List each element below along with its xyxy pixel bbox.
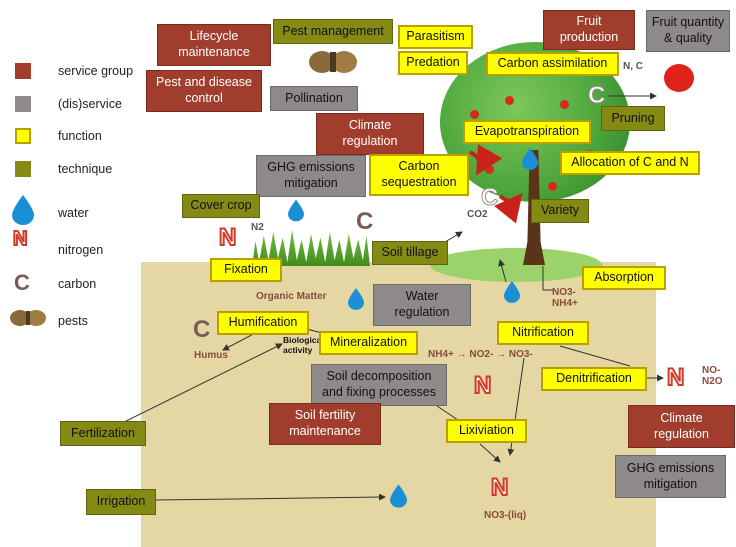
water-drop-icon: [348, 288, 364, 310]
grass-mound: [430, 248, 602, 282]
carbon-icon: C: [587, 82, 606, 110]
water-drop-icon: [504, 281, 520, 303]
legend-function-label: function: [58, 129, 102, 143]
n-c-label: N, C: [623, 61, 643, 72]
humification-box: Humification: [217, 311, 309, 335]
biological-activity-label: Biological activity: [283, 335, 324, 355]
water-drop-icon: [12, 195, 34, 225]
apple-icon: [548, 182, 557, 191]
climate-regulation-top-box: Climate regulation: [316, 113, 424, 155]
soil-fertility-maintenance-box: Soil fertility maintenance: [269, 403, 381, 445]
lixiviation-box: Lixiviation: [446, 419, 527, 443]
nitrogen-icon: N: [473, 371, 492, 400]
legend-disservice-swatch: [15, 96, 31, 112]
legend-technique-swatch: [15, 161, 31, 177]
no3-nh4-label: NO3- NH4+: [552, 287, 578, 309]
pest-disease-control-box: Pest and disease control: [146, 70, 262, 112]
pest-management-box: Pest management: [273, 19, 393, 44]
fruit-production-box: Fruit production: [543, 10, 635, 50]
fixation-box: Fixation: [210, 258, 282, 282]
apple-icon: [505, 96, 514, 105]
co2-label: CO2: [467, 209, 488, 220]
carbon-assimilation-box: Carbon assimilation: [486, 52, 619, 76]
nitrogen-icon: N: [490, 473, 509, 502]
no-n2o-label: NO- N2O: [702, 365, 723, 387]
nitrogen-icon: N: [218, 223, 237, 252]
parasitism-box: Parasitism: [398, 25, 473, 49]
soil-tillage-box: Soil tillage: [372, 241, 448, 265]
cover-crop-box: Cover crop: [182, 194, 260, 218]
carbon-icon: C: [193, 316, 211, 343]
legend-pests-label: pests: [58, 314, 88, 328]
legend-disservice-label: (dis)service: [58, 97, 122, 111]
nitrogen-chain-label: NH4+ → NO2- → NO3-: [428, 349, 533, 360]
nitrogen-icon: N: [666, 363, 685, 392]
predation-box: Predation: [398, 51, 468, 75]
legend-water-label: water: [58, 206, 89, 220]
irrigation-box: Irrigation: [86, 489, 156, 515]
fruit-quantity-quality-box: Fruit quantity & quality: [646, 10, 730, 52]
nitrogen-icon: N: [12, 227, 29, 251]
lifecycle-maintenance-box: Lifecycle maintenance: [157, 24, 271, 66]
apple-icon: [560, 100, 569, 109]
legend-nitrogen-label: nitrogen: [58, 243, 104, 257]
legend-service-group-label: service group: [58, 64, 134, 78]
pruning-box: Pruning: [601, 106, 665, 131]
legend-service-group-swatch: [15, 63, 31, 79]
absorption-box: Absorption: [582, 266, 666, 290]
water-drop-icon: [288, 199, 304, 222]
pollination-box: Pollination: [270, 86, 358, 111]
climate-regulation-bottom-box: Climate regulation: [628, 405, 735, 448]
water-drop-icon: [522, 148, 538, 170]
allocation-c-n-box: Allocation of C and N: [560, 151, 700, 175]
carbon-icon: C: [480, 184, 499, 212]
carbon-icon: C: [14, 270, 30, 295]
fertilization-box: Fertilization: [60, 421, 146, 446]
water-drop-icon: [390, 484, 407, 508]
pest-moth-icon: [10, 310, 46, 326]
pest-moth-icon: [309, 51, 357, 73]
n2-label: N2: [251, 222, 264, 233]
no3-liq-label: NO3-(liq): [484, 510, 527, 521]
ghg-emissions-mitigation-top-box: GHG emissions mitigation: [256, 155, 366, 197]
soil-decomposition-box: Soil decomposition and fixing processes: [311, 364, 447, 406]
legend-technique-label: technique: [58, 162, 113, 176]
carbon-icon: C: [356, 208, 374, 235]
carbon-sequestration-box: Carbon sequestration: [369, 154, 469, 196]
organic-matter-label: Organic Matter: [256, 291, 327, 302]
legend-carbon-label: carbon: [58, 277, 97, 291]
ghg-emissions-mitigation-bottom-box: GHG emissions mitigation: [615, 455, 726, 498]
humus-label: Humus: [194, 350, 228, 361]
denitrification-box: Denitrification: [541, 367, 647, 391]
water-regulation-box: Water regulation: [373, 284, 471, 326]
apple-icon: [470, 110, 479, 119]
fruit-apple-icon: [664, 64, 694, 92]
variety-box: Variety: [531, 199, 589, 223]
nitrification-box: Nitrification: [497, 321, 589, 345]
mineralization-box: Mineralization: [319, 331, 418, 355]
legend-function-swatch: [15, 128, 31, 144]
evapotranspiration-box: Evapotranspiration: [463, 120, 591, 144]
